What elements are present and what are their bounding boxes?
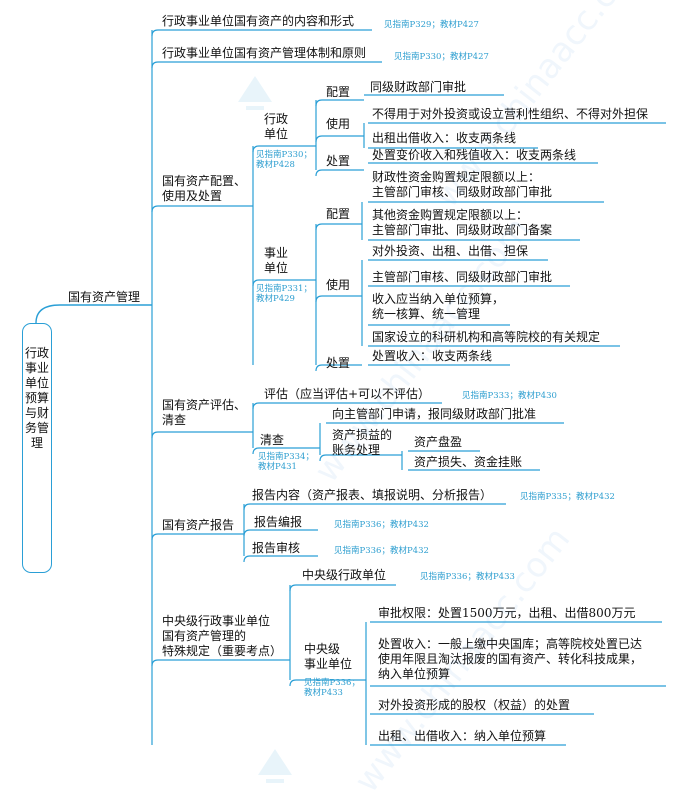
rule-item: 处置收入：收支两条线: [372, 349, 493, 363]
category-node: 使用: [326, 117, 351, 131]
page-reference: 见指南P334； 教材P431: [258, 452, 314, 472]
connector-line: [315, 223, 362, 231]
page-reference: 见指南P330； 教材P428: [256, 150, 312, 170]
rule-item: 向主管部门申请，报同级财政部门批准: [332, 407, 537, 421]
page-reference: 见指南P336；教材P432: [334, 546, 429, 556]
connector-line: [252, 447, 320, 455]
watermark-logo-icon: [258, 749, 292, 783]
watermark-logo-icon: [238, 76, 272, 110]
level1-node: 国有资产管理: [68, 290, 141, 304]
page-reference: 见指南P333；教材P430: [462, 391, 557, 401]
rule-item: 对外投资形成的股权（权益）的处置: [378, 698, 571, 712]
rule-item: 资产损失、资金挂账: [414, 455, 523, 469]
connector-line: [151, 431, 253, 439]
category-node: 处置: [326, 154, 351, 168]
topic-node: 行政事业单位国有资产的内容和形式: [162, 14, 355, 28]
page-reference: 见指南P335；教材P432: [520, 492, 615, 502]
method-node: 报告编报: [254, 515, 303, 529]
connector-line: [35, 304, 152, 324]
connector-line: [315, 99, 364, 107]
connector-line: [151, 533, 244, 541]
connector-line: [151, 61, 382, 69]
topic-node: 中央级行政事业单位 国有资产管理的 特殊规定（重要考点）: [162, 614, 283, 658]
connector-line: [243, 555, 318, 563]
connector-line: [243, 503, 506, 511]
method-node: 评估（应当评估+可以不评估）: [264, 387, 431, 401]
root-label: 行政事业单位预算与财务管理: [24, 346, 49, 450]
method-node: 报告审核: [252, 541, 301, 555]
connector-line: [252, 279, 316, 287]
method-node: 报告内容（资产报表、填报说明、分析报告）: [252, 488, 493, 502]
unit-node: 中央级行政单位: [302, 568, 387, 582]
category-node: 配置: [326, 207, 351, 221]
topic-node: 国有资产评估、 清查: [162, 398, 247, 427]
connector-line: [315, 169, 364, 177]
page-reference: 见指南P329；教材P427: [384, 20, 479, 30]
method-node: 清查: [260, 433, 285, 447]
page-reference: 见指南P336； 教材P433: [304, 678, 360, 698]
rule-item: 财政性资金购置规定限额以上： 主管部门审核、同级财政部门审批: [372, 170, 553, 199]
page-reference: 见指南P336；教材P433: [420, 572, 515, 582]
unit-node: 事业 单位: [264, 246, 289, 275]
connector-line: [151, 29, 372, 37]
rule-item: 处置收入：一般上缴中央国库；高等院校处置已达 使用年限且淘汰报废的国有资产、转化…: [378, 637, 643, 681]
rule-item: 不得用于对外投资或设立营利性组织、不得对外担保: [372, 107, 649, 121]
connector-line: [151, 659, 290, 667]
connector-line: [315, 364, 362, 372]
root-node: 行政事业单位预算与财务管理: [22, 323, 52, 573]
rule-item: 收入应当纳入单位预算， 统一核算、统一管理: [372, 292, 505, 321]
category-node: 资产损益的 账务处理: [332, 428, 393, 457]
connector-line: [252, 402, 442, 410]
rule-item: 审批权限：处置1500万元，出租、出借800万元: [378, 606, 636, 620]
rule-item: 出租、出借收入：纳入单位预算: [378, 729, 547, 743]
rule-item: 同级财政部门审批: [370, 80, 467, 94]
connector-line: [252, 145, 316, 153]
unit-node: 行政 单位: [264, 112, 289, 141]
category-node: 使用: [326, 278, 351, 292]
rule-item: 其他资金购置规定限额以上： 主管部门审批、同级财政部门备案: [372, 208, 553, 237]
connector-line: [289, 679, 366, 687]
connector-line: [319, 454, 402, 462]
connector-line: [315, 295, 362, 303]
category-node: 配置: [326, 85, 351, 99]
rule-item: 出租出借收入：收支两条线: [372, 131, 517, 145]
page-reference: 见指南P336；教材P432: [334, 520, 429, 530]
connector-line: [243, 529, 318, 537]
connector-line: [151, 205, 253, 213]
rule-item: 对外投资、出租、出借、担保: [372, 244, 529, 258]
category-node: 处置: [326, 356, 351, 370]
topic-node: 国有资产报告: [162, 518, 235, 532]
rule-item: 处置变价收入和残值收入：收支两条线: [372, 148, 577, 162]
rule-item: 国家设立的科研机构和高等院校的有关规定: [372, 330, 601, 344]
topic-node: 行政事业单位国有资产管理体制和原则: [162, 46, 367, 60]
connector-line: [315, 135, 364, 143]
rule-item: 资产盘盈: [414, 435, 463, 449]
rule-item: 主管部门审核、同级财政部门审批: [372, 270, 553, 284]
page-reference: 见指南P330；教材P427: [394, 52, 489, 62]
page-reference: 见指南P331； 教材P429: [256, 284, 312, 304]
unit-node: 中央级 事业单位: [304, 642, 353, 671]
topic-node: 国有资产配置、 使用及处置: [162, 174, 247, 203]
connector-line: [289, 584, 396, 592]
